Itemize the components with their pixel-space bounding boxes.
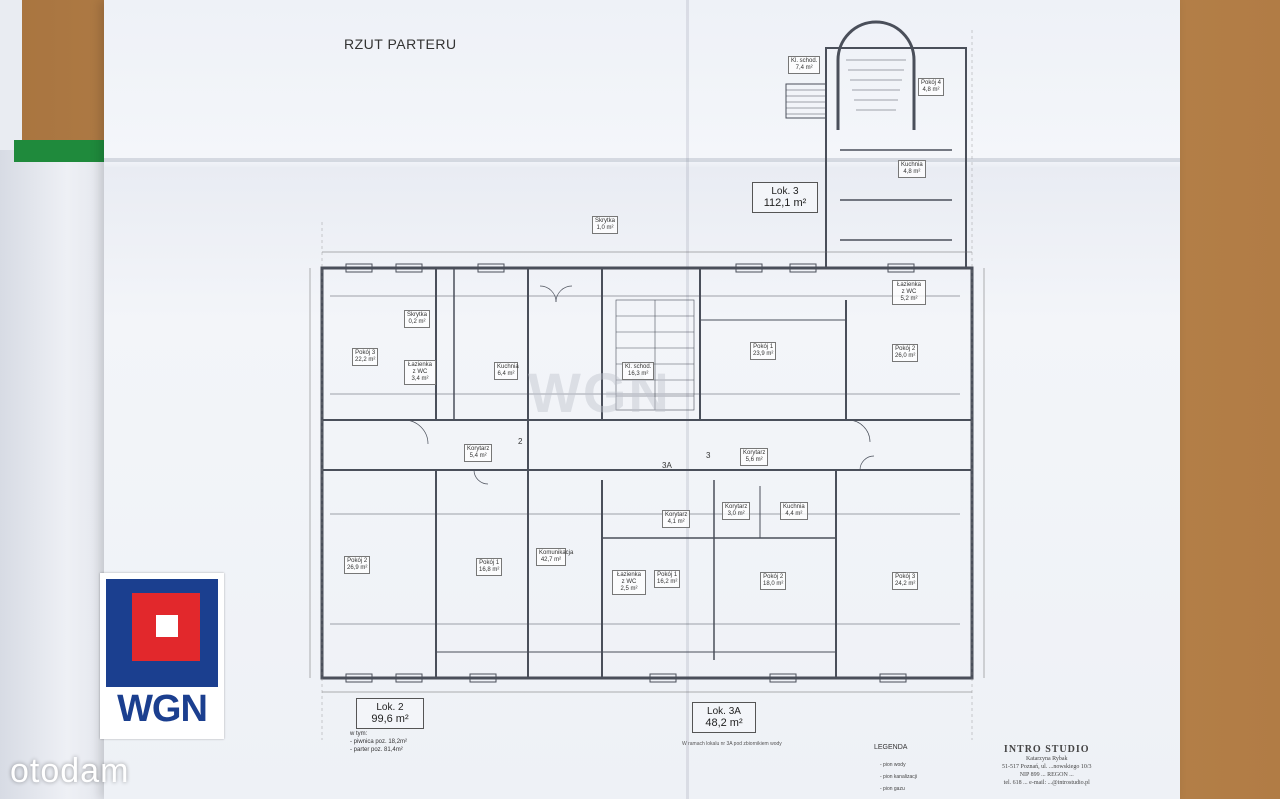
lok3-annex-wall — [825, 47, 967, 269]
plan-title: RZUT PARTERU — [344, 36, 457, 52]
paper-fold-vertical — [686, 0, 689, 799]
zone-marker-3: 3 — [706, 451, 711, 460]
room-label: Kl. schod.16,3 m² — [622, 362, 655, 380]
wgn-logo: WGN — [100, 573, 224, 739]
lok3-box: Lok. 3 112,1 m² — [752, 182, 818, 213]
floor-plan-sheet — [104, 0, 1180, 799]
left-paper-roll — [0, 150, 112, 799]
studio-stamp: INTRO STUDIO Katarzyna Rybak 51-517 Pozn… — [1002, 744, 1092, 786]
legend-title: LEGENDA — [874, 744, 908, 751]
otodam-watermark: otodam — [10, 752, 130, 790]
wgn-logo-square — [106, 579, 218, 687]
guide-lines — [321, 30, 973, 740]
legend-item: - pion kanalizacji — [880, 774, 917, 780]
left-paper-top — [0, 0, 22, 150]
tower-wall — [836, 20, 916, 130]
central-stairs — [615, 299, 695, 411]
windows — [345, 263, 915, 683]
lok2-details: w tym: - piwnica poz. 18,2m² - parter po… — [350, 731, 408, 753]
lok3a-box: Lok. 3A 48,2 m² — [692, 702, 756, 733]
lok3a-note: W ramach lokalu nr 3A pod zbiornikiem wo… — [682, 741, 782, 747]
tower-stairs — [846, 59, 906, 111]
outer-wall — [320, 266, 974, 680]
lok2-box: Lok. 2 99,6 m² — [356, 698, 424, 729]
exterior-stair — [785, 83, 827, 119]
ext-stair-lines — [786, 89, 826, 115]
zone-marker-2: 2 — [518, 437, 523, 446]
wgn-logo-text: WGN — [117, 688, 208, 730]
legend-item: - pion gazu — [880, 786, 905, 792]
door-arcs — [403, 285, 875, 485]
legend-item: - pion wody — [880, 762, 906, 768]
room-label: Kl. schod.7,4 m² — [788, 56, 821, 74]
zone-marker-3a: 3A — [662, 461, 672, 470]
dimension-lines — [309, 251, 985, 693]
wgn-logo-white — [156, 615, 178, 637]
green-strip — [14, 140, 106, 162]
paper-fold-horizontal — [104, 158, 1180, 162]
